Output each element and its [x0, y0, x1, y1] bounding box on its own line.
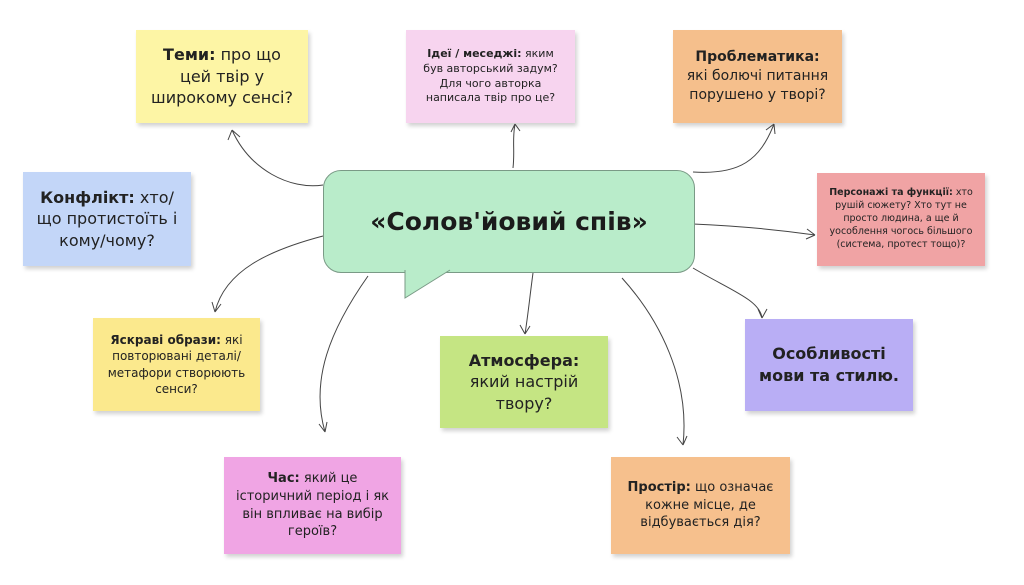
central-topic-title: «Солов'йовий спів» — [370, 207, 648, 236]
note-text: хто рушій сюжету? Хто тут не просто люди… — [829, 187, 973, 250]
note-label: Особливості мови та стилю. — [759, 344, 899, 385]
note-text: хто/ що протистоїть і кому/чому? — [36, 187, 178, 250]
note-label: Теми: — [163, 45, 216, 65]
note-images[interactable]: Яскраві образи: які повторювані деталі/ … — [93, 318, 260, 411]
note-label: Яскраві образи: — [110, 333, 221, 348]
note-text: які болючі питання порушено у творі? — [686, 68, 829, 103]
note-time[interactable]: Час: який це історичний період і як він … — [224, 457, 401, 554]
note-text: який настрій твору? — [469, 372, 579, 413]
note-atmosphere[interactable]: Атмосфера: який настрій твору? — [440, 336, 608, 428]
arrow-ideas — [510, 123, 521, 169]
arrow-style — [692, 267, 768, 319]
note-ideas[interactable]: Ідеї / меседжі: яким був авторський заду… — [406, 30, 575, 123]
note-text: про що цей твір у широкому сенсі? — [151, 45, 293, 108]
note-text: які повторювані деталі/ метафори створюю… — [107, 333, 246, 396]
note-text: який це історичний період і як він вплив… — [235, 471, 390, 540]
note-problems[interactable]: Проблематика: які болючі питання порушен… — [673, 30, 842, 123]
note-label: Конфлікт: — [40, 187, 135, 207]
arrow-space — [621, 277, 688, 446]
note-themes[interactable]: Теми: про що цей твір у широкому сенсі? — [136, 30, 308, 123]
note-label: Персонажі та функції: — [829, 187, 953, 199]
note-label: Атмосфера: — [468, 350, 580, 370]
note-label: Час: — [267, 471, 300, 487]
note-label: Ідеї / меседжі: — [427, 46, 522, 60]
note-text: яким був авторський задум? Для чого авто… — [423, 46, 558, 105]
note-label: Проблематика: — [695, 49, 820, 66]
note-conflict[interactable]: Конфлікт: хто/ що протистоїть і кому/чом… — [23, 172, 191, 266]
central-topic-bubble[interactable]: «Солов'йовий спів» — [323, 170, 695, 273]
note-text: що означає кожне місце, де відбувається … — [640, 480, 774, 531]
note-label: Простір: — [627, 480, 691, 496]
note-characters[interactable]: Персонажі та функції: хто рушій сюжету? … — [817, 173, 985, 266]
arrow-characters — [692, 223, 816, 240]
arrow-problems — [692, 123, 776, 173]
arrow-images — [211, 235, 324, 313]
arrow-time — [318, 275, 369, 433]
note-style[interactable]: Особливості мови та стилю. — [745, 319, 913, 411]
arrow-atmosphere — [519, 272, 534, 335]
arrow-themes — [227, 129, 324, 187]
note-space[interactable]: Простір: що означає кожне місце, де відб… — [611, 457, 790, 554]
